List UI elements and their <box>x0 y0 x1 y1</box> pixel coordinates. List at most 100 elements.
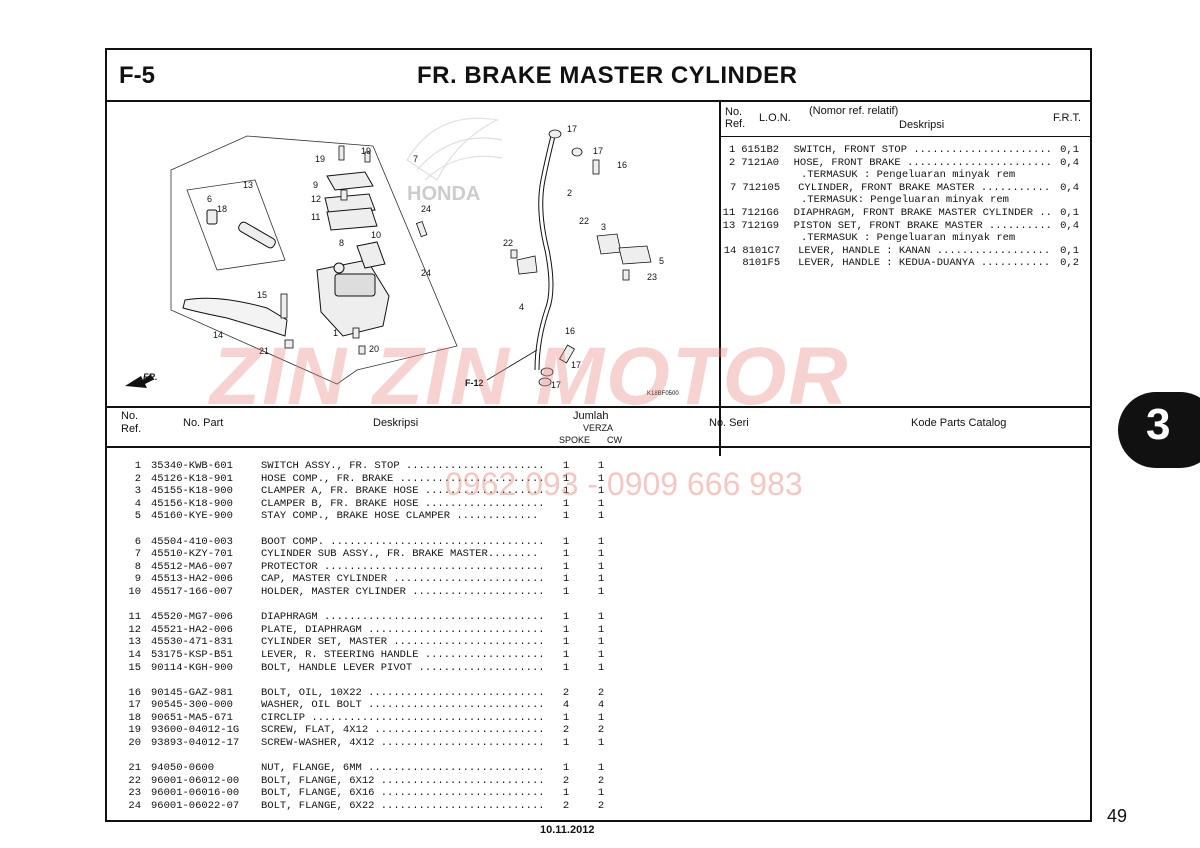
part-cell-spoke: 1 <box>562 636 570 649</box>
part-cell-cw: 1 <box>597 737 605 750</box>
lon-cell-ref: 2 <box>728 156 736 169</box>
part-cell-part: 45530-471-831 <box>151 636 233 649</box>
part-cell-ref: 15 <box>128 661 141 674</box>
lon-hdr-lon: L.O.N. <box>759 112 791 124</box>
part-cell-cw: 1 <box>597 510 605 523</box>
part-cell-ref: 20 <box>128 737 141 750</box>
part-cell-desc: CYLINDER SET, MASTER ...................… <box>261 636 545 649</box>
exploded-diagram: HONDA <box>125 117 679 397</box>
parts-hdr-cw: CW <box>607 435 622 445</box>
callout-label: 4 <box>519 302 524 312</box>
part-cell-cw: 1 <box>597 560 605 573</box>
lon-cell-ref: 1 <box>728 144 736 156</box>
lon-cell-lon: 7121G6 <box>741 206 780 219</box>
callout-label: 5 <box>659 256 664 266</box>
part-cell-desc: DIAPHRAGM ..............................… <box>261 611 545 624</box>
part-cell-desc: HOSE COMP., FR. BRAKE ..................… <box>261 472 545 485</box>
part-cell-spoke: 1 <box>562 560 570 573</box>
part-cell-ref: 12 <box>128 623 141 636</box>
callout-label: 15 <box>257 290 267 300</box>
part-cell-ref: 10 <box>128 585 141 598</box>
part-cell-part: 45510-KZY-701 <box>151 548 233 561</box>
lon-cell-ref <box>719 257 736 270</box>
part-cell-spoke: 1 <box>562 623 570 636</box>
callout-label: 3 <box>601 222 606 232</box>
callout-label: 7 <box>413 154 418 164</box>
callout-label: 17 <box>571 360 581 370</box>
lon-cell-lon: 7121G9 <box>741 219 780 232</box>
lon-cell-frt: 0,1 <box>1060 144 1080 156</box>
part-cell-part: 90145-GAZ-981 <box>151 686 233 699</box>
callout-label: 22 <box>579 216 589 226</box>
lon-cell-ref <box>719 232 737 245</box>
part-cell-part: 90651-MA5-671 <box>151 711 233 724</box>
part-cell-ref: 5 <box>134 510 141 523</box>
page-frame: F-5 FR. BRAKE MASTER CYLINDER No.Ref. L.… <box>105 48 1092 822</box>
callout-label: 12 <box>311 194 321 204</box>
lon-cell-frt: 0,2 <box>1060 257 1079 270</box>
part-cell-cw: 2 <box>597 724 605 737</box>
lon-cell-ref <box>719 194 737 207</box>
part-cell-ref: 23 <box>128 787 141 800</box>
part-cell-cw: 2 <box>597 774 605 787</box>
callout-label: 17 <box>593 146 603 156</box>
part-cell-ref: 17 <box>128 699 141 712</box>
part-cell-spoke: 1 <box>562 485 570 498</box>
lon-cell-desc: .TERMASUK : Pengeluaran minyak rem <box>801 169 1016 182</box>
part-cell-spoke: 2 <box>562 774 570 787</box>
part-cell-ref: 19 <box>128 724 141 737</box>
front-arrow-label: FR. <box>143 372 158 382</box>
lon-cell-frt: 0,4 <box>1060 181 1079 194</box>
part-cell-part: 45517-166-007 <box>151 585 233 598</box>
callout-label: 19 <box>315 154 325 164</box>
callout-label: 16 <box>617 160 627 170</box>
lon-cell-frt <box>1049 232 1079 245</box>
part-cell-spoke: 1 <box>562 711 570 724</box>
part-cell-desc: CLAMPER A, FR. BRAKE HOSE ..............… <box>261 485 545 498</box>
part-cell-desc: NUT, FLANGE, 6MM .......................… <box>261 762 545 775</box>
callout-label: 21 <box>259 346 269 356</box>
chapter-tab-number: 3 <box>1146 400 1171 449</box>
part-cell-part: 45513-HA2-006 <box>151 573 233 586</box>
parts-header-top <box>107 406 1090 408</box>
parts-hdr-deskripsi: Deskripsi <box>373 417 419 429</box>
part-cell-ref: 3 <box>134 485 141 498</box>
lon-cell-frt <box>1049 169 1079 182</box>
lon-cell-frt: 0,4 <box>1060 156 1080 169</box>
section-code: F-5 <box>119 62 155 89</box>
part-cell-desc: HOLDER, MASTER CYLINDER ................… <box>261 585 545 598</box>
lon-cell-frt: 0,4 <box>1060 219 1080 232</box>
part-cell-part: 45155-K18-900 <box>151 485 233 498</box>
part-cell-spoke: 1 <box>562 787 570 800</box>
part-cell-cw: 1 <box>597 623 605 636</box>
part-cell-spoke: 1 <box>562 762 570 775</box>
lon-cell-ref: 11 <box>722 206 736 219</box>
part-cell-desc: SWITCH ASSY., FR. STOP .................… <box>261 460 545 472</box>
lon-header-divider <box>719 136 1090 137</box>
part-cell-part: 53175-KSP-B51 <box>151 648 233 661</box>
group-spacer <box>117 599 677 612</box>
part-cell-cw: 2 <box>597 686 605 699</box>
lon-row: .TERMASUK : Pengeluaran minyak rem <box>719 232 1079 245</box>
part-cell-cw: 1 <box>597 548 605 561</box>
front-arrow-icon: FR. <box>125 372 158 388</box>
part-cell-part: 45504-410-003 <box>151 535 233 548</box>
part-cell-part: 96001-06012-00 <box>151 774 240 787</box>
part-cell-ref: 9 <box>134 573 141 586</box>
part-cell-part: 45160-KYE-900 <box>151 510 233 523</box>
lon-cell-lon: 712105 <box>742 181 781 194</box>
callout-label: 9 <box>313 180 318 190</box>
parts-hdr-verza: VERZA <box>583 423 614 433</box>
part-cell-desc: BOLT, OIL, 10X22 .......................… <box>261 686 545 699</box>
